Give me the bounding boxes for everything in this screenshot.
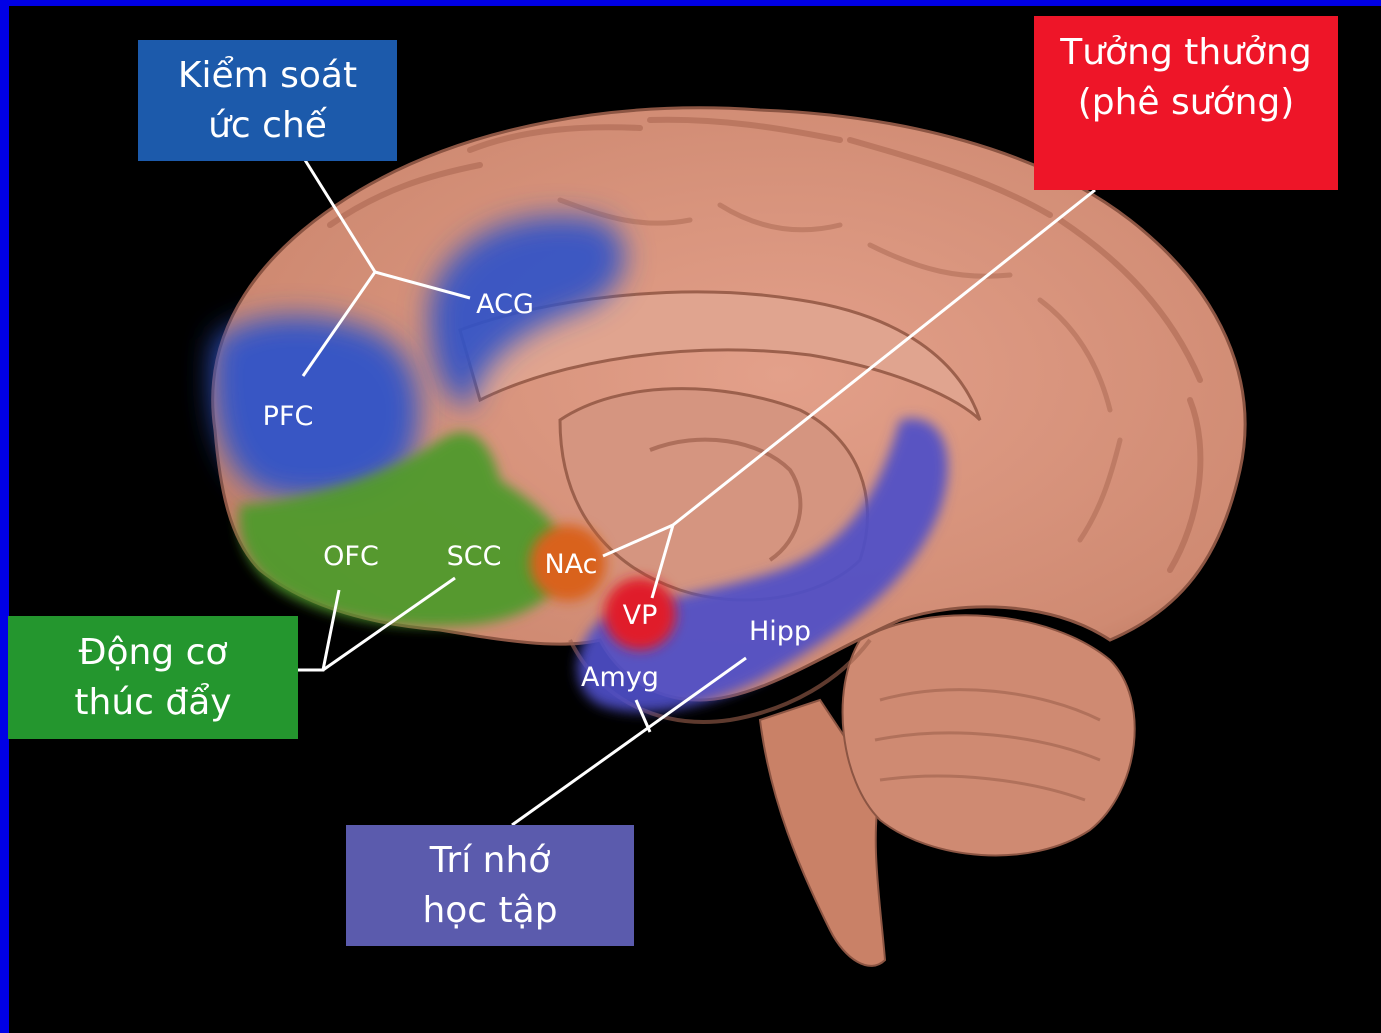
callout-memory-line-2: học tập <box>346 886 634 936</box>
callout-reward-line-2: (phê sướng) <box>1034 78 1338 128</box>
callout-reward: Tưởng thưởng (phê sướng) <box>1034 16 1338 190</box>
label-nac: NAc <box>544 549 597 580</box>
label-amyg: Amyg <box>581 662 659 693</box>
callout-inhibitory-control: Kiểm soát ức chế <box>138 40 397 161</box>
callout-memory-line-1: Trí nhớ <box>346 836 634 886</box>
callout-memory: Trí nhớ học tập <box>346 825 634 946</box>
callout-reward-line-1: Tưởng thưởng <box>1034 28 1338 78</box>
callout-motivation: Động cơ thúc đẩy <box>8 616 298 739</box>
label-ofc: OFC <box>323 541 379 572</box>
label-hipp: Hipp <box>749 616 811 647</box>
callout-inhibitory-control-line-1: Kiểm soát <box>138 51 397 101</box>
label-acg: ACG <box>476 289 534 320</box>
callout-motivation-line-1: Động cơ <box>8 628 298 678</box>
callout-inhibitory-control-line-2: ức chế <box>138 101 397 151</box>
cerebellum <box>843 615 1135 855</box>
label-vp: VP <box>623 600 658 631</box>
label-scc: SCC <box>447 541 502 572</box>
label-pfc: PFC <box>263 401 314 432</box>
callout-motivation-line-2: thúc đẩy <box>8 678 298 728</box>
